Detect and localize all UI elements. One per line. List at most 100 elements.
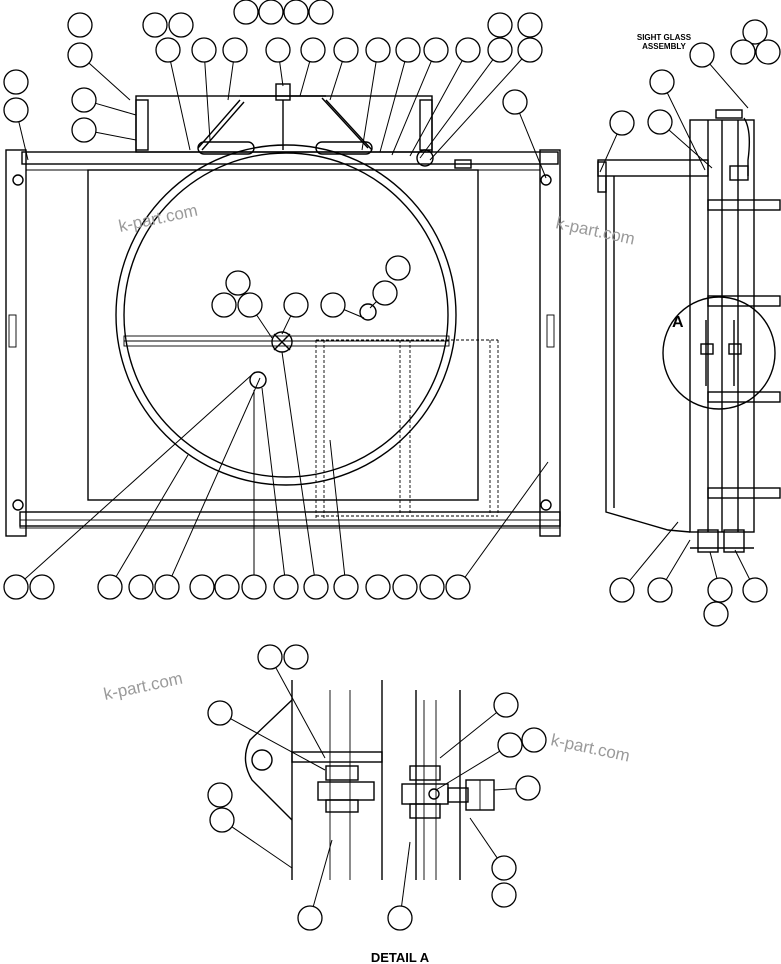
callout-balloon[interactable] <box>517 37 543 63</box>
callout-leader-line <box>227 61 234 101</box>
callout-balloon[interactable] <box>445 574 471 600</box>
callout-balloon[interactable] <box>487 12 513 38</box>
callout-leader-line <box>409 60 463 157</box>
callout-balloon[interactable] <box>502 89 528 115</box>
callout-balloon[interactable] <box>297 905 323 931</box>
callout-balloon[interactable] <box>3 574 29 600</box>
callout-leader-line <box>18 121 29 161</box>
callout-balloon[interactable] <box>67 12 93 38</box>
callout-balloon[interactable] <box>283 644 309 670</box>
callout-balloon[interactable] <box>333 574 359 600</box>
callout-leader-line <box>599 133 618 173</box>
callout-balloon[interactable] <box>258 0 284 25</box>
callout-balloon[interactable] <box>189 574 215 600</box>
callout-balloon[interactable] <box>707 577 733 603</box>
callout-balloon[interactable] <box>237 292 263 318</box>
callout-balloon[interactable] <box>207 782 233 808</box>
callout-leader-line <box>439 712 497 759</box>
callout-balloon[interactable] <box>387 905 413 931</box>
callout-balloon[interactable] <box>647 577 673 603</box>
callout-balloon[interactable] <box>222 37 248 63</box>
callout-balloon[interactable] <box>154 574 180 600</box>
callout-balloon[interactable] <box>71 87 97 113</box>
callout-leader-line <box>709 63 749 109</box>
callout-balloon[interactable] <box>225 270 251 296</box>
watermark-2: k-part.com <box>554 213 636 248</box>
callout-balloon[interactable] <box>283 0 309 25</box>
callout-leader-line <box>329 439 346 576</box>
callout-balloon[interactable] <box>609 110 635 136</box>
watermarks: k-part.com k-part.com k-part.com k-part.… <box>102 201 637 766</box>
callout-balloon[interactable] <box>423 37 449 63</box>
callout-balloon[interactable] <box>392 574 418 600</box>
callout-balloon[interactable] <box>283 292 309 318</box>
callout-leader-line <box>88 62 131 101</box>
callout-balloon[interactable] <box>491 882 517 908</box>
callout-balloon[interactable] <box>493 692 519 718</box>
callout-leader-line <box>665 539 691 580</box>
callout-balloon[interactable] <box>365 574 391 600</box>
callout-leader-line <box>343 309 365 319</box>
callout-balloon[interactable] <box>689 42 715 68</box>
callout-balloon[interactable] <box>273 574 299 600</box>
watermark-3: k-part.com <box>102 669 184 704</box>
callout-balloon[interactable] <box>515 775 541 801</box>
callout-balloon[interactable] <box>29 574 55 600</box>
callout-leader-line <box>391 60 432 156</box>
callout-balloon[interactable] <box>257 644 283 670</box>
callout-balloon[interactable] <box>742 577 768 603</box>
callout-balloon[interactable] <box>517 12 543 38</box>
callout-balloon[interactable] <box>155 37 181 63</box>
callout-balloon[interactable] <box>67 42 93 68</box>
callout-balloon[interactable] <box>303 574 329 600</box>
callout-balloon[interactable] <box>365 37 391 63</box>
callout-leader-line <box>230 718 326 771</box>
callout-balloon[interactable] <box>395 37 421 63</box>
callout-leader-line <box>429 58 523 161</box>
callout-balloon[interactable] <box>209 807 235 833</box>
callout-leader-line <box>666 92 706 171</box>
sight-glass-label-line2: ASSEMBLY <box>642 42 686 51</box>
callout-balloon[interactable] <box>703 601 729 627</box>
callout-balloon[interactable] <box>487 37 513 63</box>
callout-leader-line <box>281 351 315 576</box>
callout-balloon[interactable] <box>609 577 635 603</box>
callout-balloon[interactable] <box>491 855 517 881</box>
callout-balloon[interactable] <box>211 292 237 318</box>
callout-balloon[interactable] <box>497 732 523 758</box>
callout-balloon[interactable] <box>214 574 240 600</box>
watermark-4: k-part.com <box>549 730 631 765</box>
callout-balloon[interactable] <box>742 19 768 45</box>
callout-balloon[interactable] <box>207 700 233 726</box>
callout-balloon[interactable] <box>241 574 267 600</box>
callout-balloon[interactable] <box>233 0 259 25</box>
callout-leader-line <box>170 61 191 151</box>
callout-balloon[interactable] <box>168 12 194 38</box>
callout-balloon[interactable] <box>455 37 481 63</box>
callout-balloon[interactable] <box>71 117 97 143</box>
callout-leader-line <box>281 315 292 335</box>
callout-leader-line <box>171 377 261 577</box>
callout-balloon[interactable] <box>521 727 547 753</box>
callout-balloon[interactable] <box>333 37 359 63</box>
callout-balloon[interactable] <box>419 574 445 600</box>
callout-balloon[interactable] <box>385 255 411 281</box>
sight-glass-label-line1: SIGHT GLASS <box>637 33 692 42</box>
callout-balloon[interactable] <box>730 39 756 65</box>
callout-balloon[interactable] <box>3 97 29 123</box>
callout-balloon[interactable] <box>755 39 781 65</box>
callout-balloon[interactable] <box>142 12 168 38</box>
callout-balloon[interactable] <box>191 37 217 63</box>
callout-balloon[interactable] <box>3 69 29 95</box>
callout-balloon[interactable] <box>372 280 398 306</box>
callout-leader-line <box>204 61 211 141</box>
callout-balloon[interactable] <box>300 37 326 63</box>
callout-balloon[interactable] <box>97 574 123 600</box>
callout-balloon[interactable] <box>265 37 291 63</box>
callout-balloon[interactable] <box>649 69 675 95</box>
callout-balloon[interactable] <box>320 292 346 318</box>
callout-balloon[interactable] <box>647 109 673 135</box>
callout-balloon[interactable] <box>308 0 334 25</box>
callout-balloon[interactable] <box>128 574 154 600</box>
detail-a-view: DETAIL A <box>244 680 495 964</box>
